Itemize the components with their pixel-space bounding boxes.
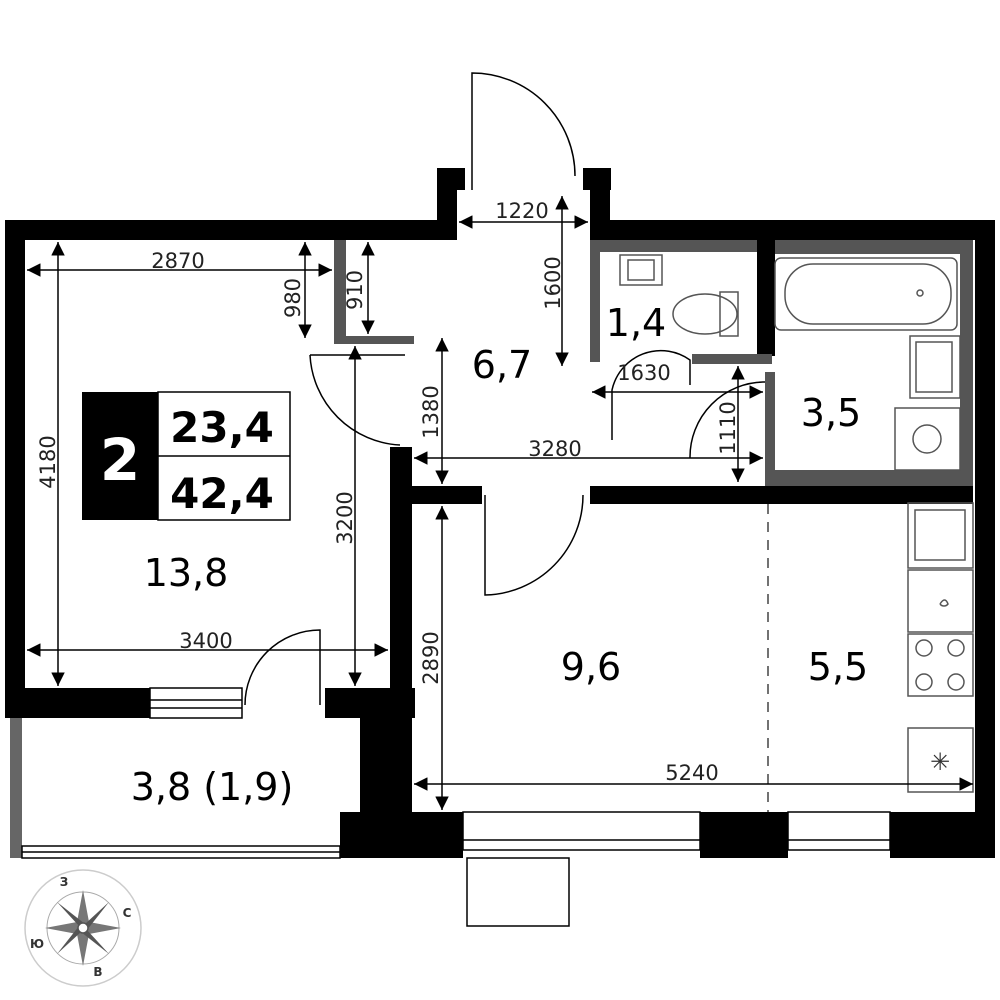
dim-910: 910 [343, 270, 367, 310]
dim-1630: 1630 [617, 361, 670, 385]
balcony-ledge [466, 857, 570, 927]
room-wc-area: 1,4 [606, 301, 666, 345]
dim-980: 980 [281, 278, 305, 318]
fixtures [619, 254, 974, 793]
dim-4180: 4180 [36, 435, 60, 488]
dim-3280: 3280 [528, 437, 581, 461]
dim-1110: 1110 [716, 401, 740, 454]
room-living-area: 9,6 [561, 645, 621, 689]
fridge-icon: ✳ [930, 748, 950, 776]
rooms-count: 2 [100, 426, 140, 494]
exterior-walls [5, 168, 995, 858]
dim-2890: 2890 [419, 631, 443, 684]
dim-1220: 1220 [495, 199, 548, 223]
dimension-lines [27, 196, 973, 810]
compass-rose-icon: З С В Ю [24, 869, 142, 987]
compass-label-s: В [93, 965, 102, 979]
sink-icon [939, 599, 949, 607]
room-bathroom-area: 3,5 [801, 391, 861, 435]
room-hall-area: 6,7 [472, 343, 532, 387]
compass-label-n: З [60, 875, 69, 889]
windows [21, 687, 891, 859]
dim-1600: 1600 [541, 256, 565, 309]
compass-label-w: Ю [30, 937, 44, 951]
dim-1380: 1380 [419, 385, 443, 438]
room-kitchen-area: 5,5 [808, 645, 868, 689]
dim-2870: 2870 [151, 249, 204, 273]
total-area: 42,4 [170, 469, 274, 518]
partitions [334, 240, 973, 486]
dim-3200: 3200 [333, 491, 357, 544]
dim-3400: 3400 [179, 629, 232, 653]
dim-5240: 5240 [665, 761, 718, 785]
room-bedroom-area: 13,8 [144, 551, 229, 595]
room-loggia-area: 3,8 (1,9) [131, 765, 294, 809]
summary-box: 2 23,4 42,4 [82, 391, 291, 521]
living-area: 23,4 [170, 403, 274, 452]
compass-label-e: С [123, 906, 132, 920]
doors [244, 72, 766, 706]
